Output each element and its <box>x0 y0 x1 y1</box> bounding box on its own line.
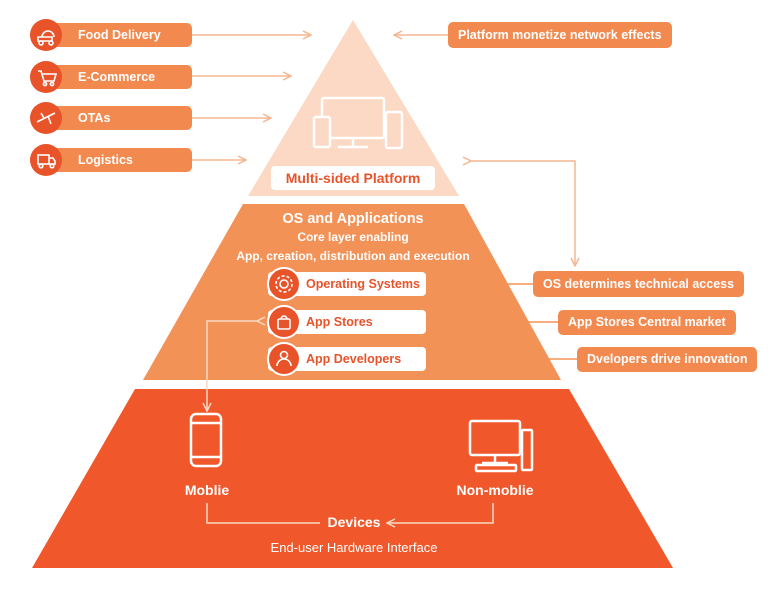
note-label: App Stores Central market <box>568 315 726 329</box>
devices-subtitle: End-user Hardware Interface <box>270 540 438 555</box>
shopping-cart-icon <box>30 61 62 93</box>
shopping-bag-icon <box>267 305 301 339</box>
note-label: Platform monetize network effects <box>458 28 662 42</box>
food-delivery-icon <box>30 19 62 51</box>
note-platform-monetize: Platform monetize network effects <box>448 22 672 48</box>
top-tier-title: Multi-sided Platform <box>271 166 435 190</box>
nonmobile-label: Non-moblie <box>456 482 534 498</box>
note-label: OS determines technical access <box>543 277 735 291</box>
smartphone-icon <box>189 412 223 468</box>
gear-icon <box>267 267 301 301</box>
connector-nonmobile-devices <box>388 503 494 523</box>
middle-tier-title: OS and Applications <box>282 211 424 227</box>
left-item-label: Logistics <box>78 153 133 167</box>
item-label: Operating Systems <box>306 277 420 291</box>
item-label: App Developers <box>306 352 402 366</box>
desktop-computer-icon <box>468 419 534 473</box>
left-item-ecommerce: E-Commerce <box>40 65 192 89</box>
item-label: App Stores <box>306 315 373 329</box>
airplane-icon <box>30 102 62 134</box>
connector-mobile-devices <box>206 503 320 524</box>
left-item-label: E-Commerce <box>78 70 156 84</box>
middle-tier-subtitle-1: Core layer enabling <box>297 230 409 244</box>
connector-mobile-appstores <box>207 321 258 410</box>
user-icon <box>267 342 301 376</box>
connector-platform-os <box>470 161 575 265</box>
top-tier-title-label: Multi-sided Platform <box>285 170 421 186</box>
note-developers-innovation: Dvelopers drive innovation <box>577 347 758 372</box>
left-item-food-delivery: Food Delivery <box>40 23 192 47</box>
note-appstores-market: App Stores Central market <box>558 310 736 335</box>
item-operating-systems: Operating Systems <box>268 272 426 296</box>
left-item-label: Food Delivery <box>78 28 161 42</box>
top-tier-shape <box>248 20 459 196</box>
left-item-logistics: Logistics <box>40 148 192 172</box>
left-item-label: OTAs <box>78 111 111 125</box>
devices-title: Devices <box>327 514 381 530</box>
middle-tier-subtitle-2: App, creation, distribution and executio… <box>236 249 470 263</box>
delivery-truck-icon <box>30 144 62 176</box>
note-os-access: OS determines technical access <box>533 271 745 297</box>
mobile-label: Moblie <box>184 482 230 498</box>
computer-devices-icon <box>312 96 404 150</box>
left-item-otas: OTAs <box>40 106 192 130</box>
note-label: Dvelopers drive innovation <box>587 352 748 366</box>
